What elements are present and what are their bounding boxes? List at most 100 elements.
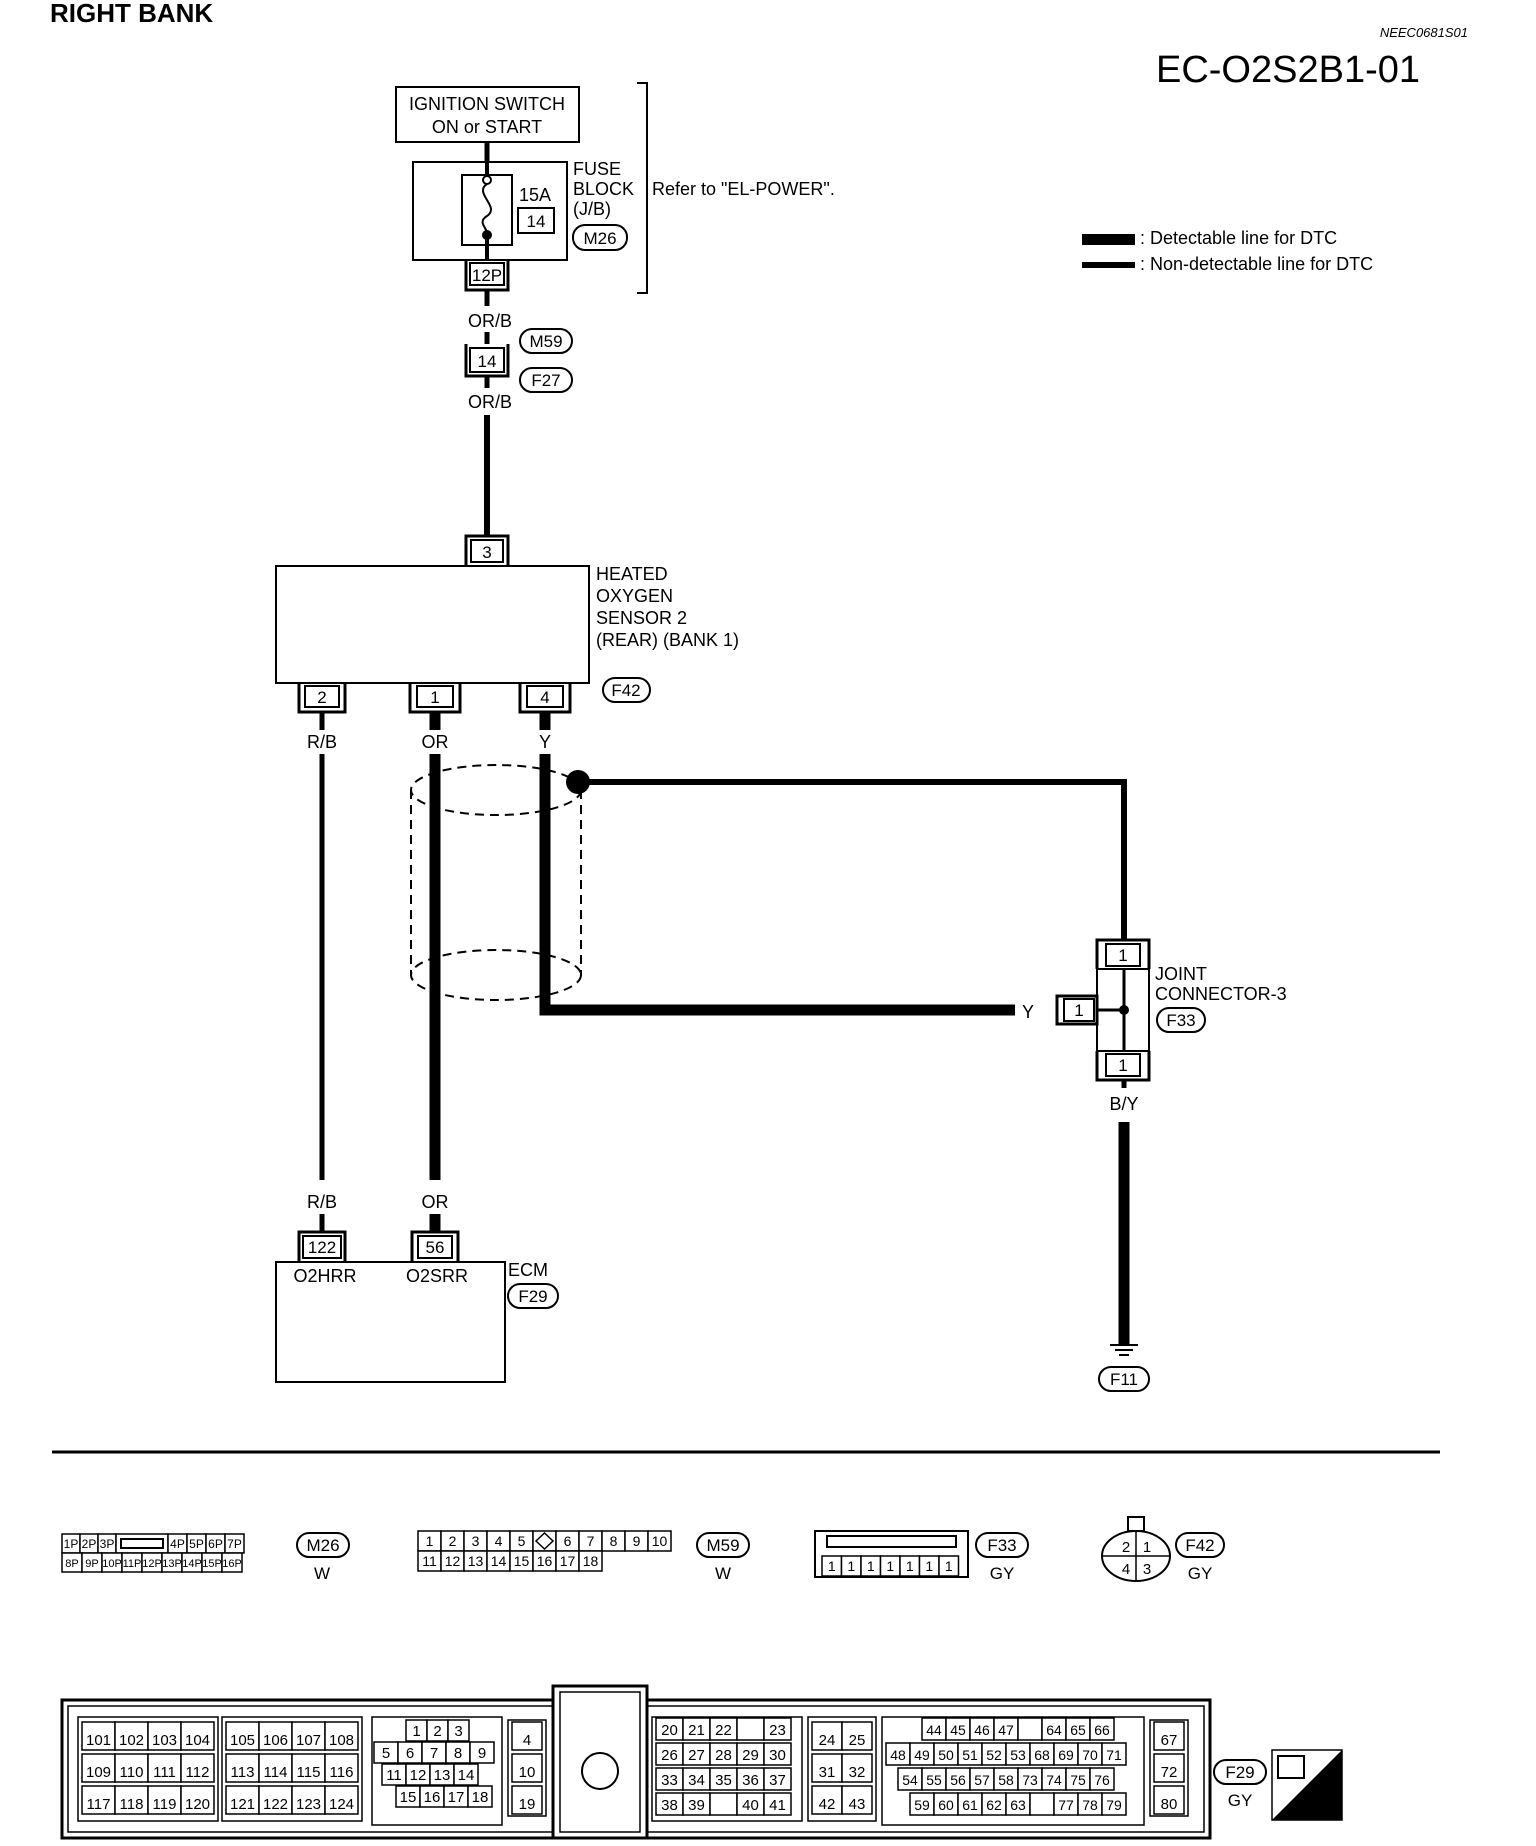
m26-pin: 5P	[189, 1537, 204, 1551]
f33-cell	[938, 1555, 960, 1577]
m59-pin: 16	[537, 1553, 553, 1569]
m59-pin: 14	[491, 1553, 507, 1569]
m59-pin: 2	[449, 1533, 457, 1549]
f42-pin: 3	[1143, 1561, 1151, 1578]
m59-pin: 5	[518, 1533, 526, 1549]
m26-cell	[221, 1552, 243, 1573]
f29-g7-pin: 66	[1094, 1722, 1110, 1738]
f29-g6-cell	[811, 1721, 843, 1751]
f29-g5-pin: 28	[715, 1747, 732, 1764]
f29-g7-pin: 58	[998, 1772, 1014, 1788]
f33-pin: 1	[925, 1558, 933, 1574]
f29-g5-pin: 20	[661, 1722, 678, 1739]
f29-g1-pin: 101	[86, 1732, 111, 1749]
ignition-switch: IGNITION SWITCH ON or START	[395, 86, 580, 143]
f29-g4-pin: 4	[523, 1732, 531, 1749]
f29-g6-pin: 43	[849, 1796, 866, 1813]
m26-pin: 12P	[142, 1558, 162, 1570]
f29-g8-pin: 80	[1161, 1796, 1178, 1813]
sensor-label-1: HEATED	[596, 564, 668, 584]
sensor-label-2: OXYGEN	[596, 586, 673, 606]
f42-tag: F42	[1185, 1536, 1214, 1555]
f29-g6-pin: 42	[819, 1796, 836, 1813]
wire-label-orb-bottom: OR/B	[468, 392, 512, 412]
wire-label-orb-top: OR/B	[468, 311, 512, 331]
f29-g7-pin: 44	[926, 1722, 942, 1738]
ecm-terminal-1: O2HRR	[293, 1266, 356, 1286]
f29-g7-pin: 56	[950, 1772, 966, 1788]
f29-bolt-icon	[581, 1752, 619, 1790]
wire-shield-drain	[578, 779, 1127, 940]
m59-cell	[647, 1530, 672, 1552]
f29-g1-pin: 118	[120, 1796, 144, 1813]
f29-g7-pin: 73	[1022, 1772, 1038, 1788]
wire-label-or-top: OR	[422, 732, 449, 752]
wire-label-y-joint: Y	[1022, 1002, 1034, 1022]
m59-pin: 18	[583, 1553, 599, 1569]
f29-g7-pin: 53	[1010, 1747, 1026, 1763]
m26-pin: 2P	[82, 1537, 97, 1551]
f29-g2-cell	[291, 1753, 326, 1783]
f29-g5-pin: 39	[688, 1797, 705, 1814]
f29-g7-pin: 75	[1070, 1772, 1086, 1788]
ecm-box	[275, 1261, 506, 1383]
sensor-pin-bottom-2: 1	[430, 688, 439, 707]
f33-pin: 1	[945, 1558, 953, 1574]
f29-g5-pin: 34	[688, 1772, 705, 1789]
f29-g3-pin: 6	[406, 1745, 414, 1762]
f33-pin: 1	[867, 1558, 875, 1574]
f29-g3-pin: 11	[386, 1767, 402, 1784]
f29-g7-cell	[1101, 1792, 1127, 1816]
fuse-rating: 15A	[519, 185, 551, 205]
f29-g1-cell	[81, 1753, 116, 1783]
f29-g5-cell	[763, 1767, 792, 1791]
f29-g7-pin: 51	[962, 1747, 978, 1763]
ecm-label: ECM	[508, 1260, 548, 1280]
f29-g7-pin: 45	[950, 1722, 966, 1738]
f29-g5-cell	[763, 1717, 792, 1741]
f29-g7-pin: 48	[890, 1747, 906, 1763]
f29-g7-pin: 55	[926, 1772, 942, 1788]
m59-pin: 6	[564, 1533, 572, 1549]
m26-pin: 15P	[202, 1558, 222, 1570]
f33-pin: 1	[828, 1558, 836, 1574]
wire-label-rb-bottom: R/B	[307, 1192, 337, 1212]
f29-g7-cell	[1029, 1792, 1055, 1816]
f29-g8-cell	[1153, 1753, 1185, 1783]
connector-tag-f27: F27	[531, 371, 560, 390]
f29-g5-pin: 23	[769, 1722, 786, 1739]
f29-g7-pin: 65	[1070, 1722, 1086, 1738]
f29-g3-pin: 7	[430, 1745, 438, 1762]
f29-g2-cell	[291, 1785, 326, 1815]
refer-el-power: Refer to "EL-POWER".	[652, 179, 835, 199]
f29-g2-pin: 106	[263, 1732, 288, 1749]
detectable-line-swatch	[1082, 234, 1135, 245]
diagram-id: EC-O2S2B1-01	[1156, 49, 1420, 91]
sensor-label-4: (REAR) (BANK 1)	[596, 630, 739, 650]
m59-pin: 4	[495, 1533, 503, 1549]
f42-key-icon	[1127, 1516, 1145, 1532]
f29-g2-pin: 124	[329, 1796, 354, 1813]
f29-g8-cell	[1153, 1785, 1185, 1815]
f29-g7-pin: 77	[1058, 1797, 1074, 1813]
f29-g7-pin: 57	[974, 1772, 990, 1788]
m26-color: W	[314, 1564, 330, 1583]
f33-color: GY	[990, 1564, 1015, 1583]
f29-g6-cell	[841, 1721, 873, 1751]
f29-g2-pin: 115	[297, 1764, 321, 1781]
hs-badge-fill	[1272, 1750, 1342, 1820]
f29-g6-cell	[841, 1785, 873, 1815]
m26-pin: 10P	[102, 1558, 122, 1570]
m26-tag: M26	[306, 1536, 339, 1555]
m59-pin: 12	[445, 1553, 461, 1569]
f29-g1-cell	[114, 1785, 149, 1815]
ignition-line1: IGNITION SWITCH	[409, 94, 565, 114]
f29-group-outline	[77, 1716, 219, 1822]
f29-g7-pin: 69	[1058, 1747, 1074, 1763]
f29-g1-cell	[180, 1753, 215, 1783]
ignition-line2: ON or START	[432, 117, 542, 137]
connector-tag-m59: M59	[529, 332, 562, 351]
f29-g4-cell	[511, 1721, 543, 1751]
f29-g5-pin: 21	[688, 1722, 705, 1739]
fuse-number: 14	[527, 212, 546, 231]
